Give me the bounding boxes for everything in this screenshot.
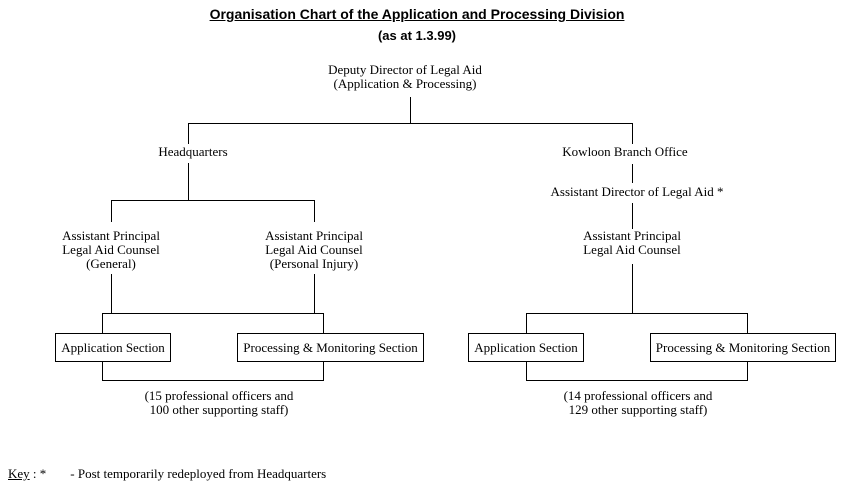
note-staff-hq-line1: (15 professional officers and	[144, 388, 294, 403]
node-counsel-personal-injury-line3: (Personal Injury)	[269, 256, 359, 271]
box-processing-section-kbo: Processing & Monitoring Section	[650, 333, 836, 362]
connector-hq-general-drop	[111, 201, 112, 222]
node-deputy-director-line1: Deputy Director of Legal Aid	[328, 62, 482, 77]
node-assistant-director: Assistant Director of Legal Aid *	[551, 185, 724, 199]
box-processing-section-hq-label: Processing & Monitoring Section	[243, 339, 418, 355]
connector-general-stem	[111, 274, 112, 314]
node-counsel-kbo: Assistant Principal Legal Aid Counsel	[583, 229, 681, 257]
box-application-section-kbo: Application Section	[468, 333, 584, 362]
note-staff-kbo-line1: (14 professional officers and	[563, 388, 713, 403]
node-counsel-personal-injury: Assistant Principal Legal Aid Counsel (P…	[265, 229, 363, 271]
connector-kbo-stem-upper	[632, 164, 633, 183]
note-staff-kbo: (14 professional officers and 129 other …	[564, 389, 713, 417]
connector-kbo-drop	[632, 124, 633, 144]
key-note: - Post temporarily redeployed from Headq…	[70, 466, 327, 481]
box-application-section-kbo-label: Application Section	[474, 339, 578, 355]
box-processing-section-hq: Processing & Monitoring Section	[237, 333, 424, 362]
node-deputy-director-line2: (Application & Processing)	[333, 76, 477, 91]
connector-kbo-counsel-stem	[632, 264, 633, 314]
connector-personal-injury-stem	[314, 274, 315, 314]
node-counsel-kbo-line2: Legal Aid Counsel	[583, 242, 681, 257]
page-subtitle: (as at 1.3.99)	[377, 28, 457, 43]
node-counsel-personal-injury-line2: Legal Aid Counsel	[265, 242, 363, 257]
node-deputy-director: Deputy Director of Legal Aid (Applicatio…	[328, 63, 482, 91]
note-staff-kbo-line2: 129 other supporting staff)	[568, 402, 708, 417]
connector-hq-stem	[188, 163, 189, 201]
connector-hq-split	[111, 200, 315, 201]
key-section: Key : * - Post temporarily redeployed fro…	[8, 466, 326, 482]
label-headquarters-text: Headquarters	[158, 144, 228, 159]
connector-root-stem	[410, 97, 411, 124]
node-counsel-personal-injury-line1: Assistant Principal	[265, 228, 363, 243]
key-label: Key	[8, 466, 30, 481]
page-title: Organisation Chart of the Application an…	[209, 6, 625, 22]
box-application-section-hq: Application Section	[55, 333, 171, 362]
box-processing-section-kbo-label: Processing & Monitoring Section	[655, 339, 831, 355]
node-counsel-general-line2: Legal Aid Counsel	[62, 242, 160, 257]
connector-hq-drop	[188, 124, 189, 144]
node-counsel-general-line1: Assistant Principal	[62, 228, 160, 243]
box-application-section-hq-label: Application Section	[61, 339, 165, 355]
label-kowloon-branch-office: Kowloon Branch Office	[562, 145, 687, 159]
note-staff-hq-line2: 100 other supporting staff)	[149, 402, 289, 417]
connector-kbo-stem-lower	[632, 203, 633, 229]
connector-branch-split	[188, 123, 633, 124]
node-counsel-kbo-line1: Assistant Principal	[583, 228, 681, 243]
label-kowloon-branch-office-text: Kowloon Branch Office	[562, 144, 688, 159]
node-counsel-general-line3: (General)	[86, 256, 136, 271]
node-counsel-general: Assistant Principal Legal Aid Counsel (G…	[62, 229, 160, 271]
key-symbol: : *	[29, 466, 47, 481]
node-assistant-director-text: Assistant Director of Legal Aid *	[550, 184, 724, 199]
note-staff-hq: (15 professional officers and 100 other …	[145, 389, 294, 417]
connector-hq-personal-injury-drop	[314, 201, 315, 222]
label-headquarters: Headquarters	[158, 145, 227, 159]
